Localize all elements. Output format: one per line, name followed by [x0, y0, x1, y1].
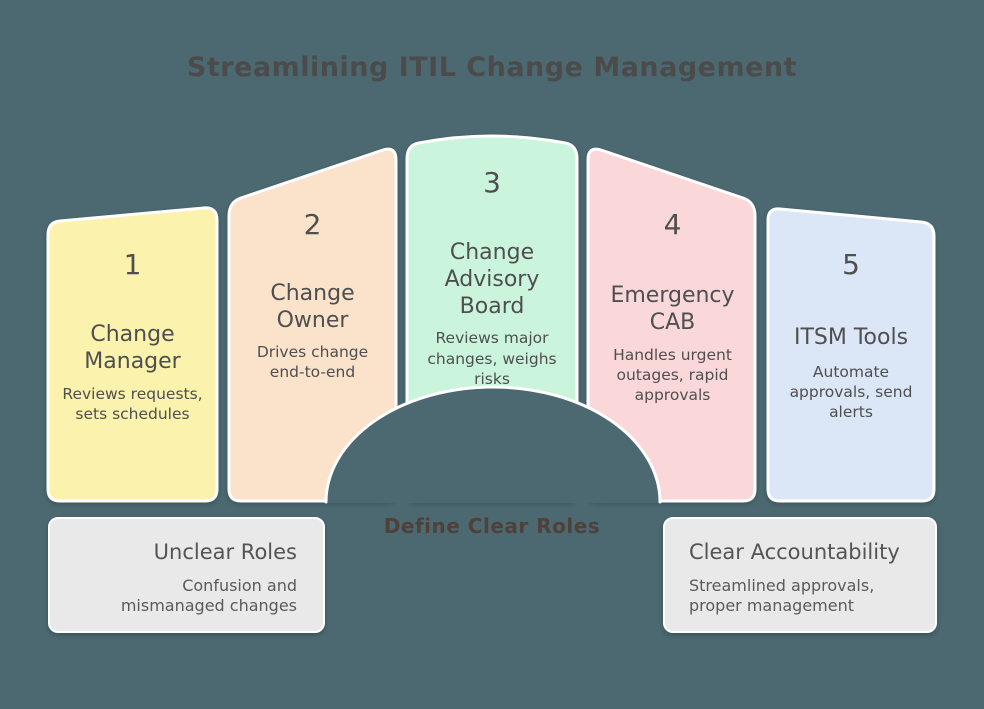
callout-heading: Unclear Roles: [153, 540, 297, 564]
card-shape-itsm-tools: [766, 207, 936, 503]
callout-heading: Clear Accountability: [689, 540, 900, 564]
callout-unclear-roles: Unclear Roles Confusion and mismanaged c…: [48, 517, 325, 633]
callout-clear-accountability: Clear Accountability Streamlined approva…: [663, 517, 937, 633]
arch-label: Define Clear Roles: [383, 514, 601, 538]
callout-body: Streamlined approvals, proper management: [689, 576, 875, 616]
card-shape-change-manager: [46, 206, 219, 503]
page-title: Streamlining ITIL Change Management: [186, 52, 798, 83]
callout-body: Confusion and mismanaged changes: [120, 576, 297, 616]
arch-opening-border: [324, 385, 662, 504]
arch-opening: [326, 388, 660, 503]
